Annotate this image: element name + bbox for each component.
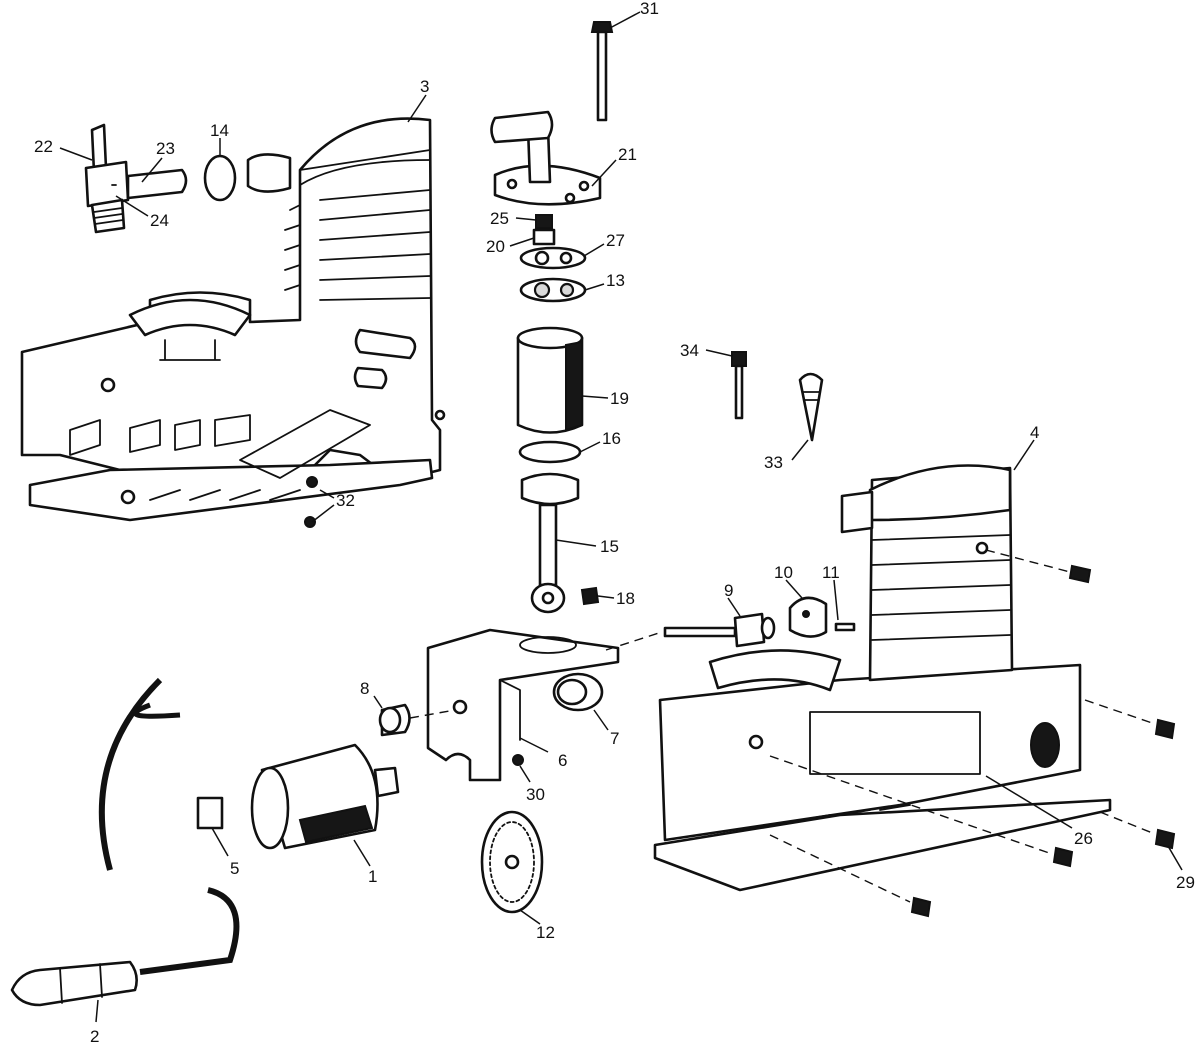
callout-31: 31 — [640, 0, 659, 18]
callout-20: 20 — [486, 237, 505, 256]
callout-23: 23 — [156, 139, 175, 158]
callout-32: 32 — [336, 491, 355, 510]
callout-4: 4 — [1030, 423, 1039, 442]
connecting-rod-15 — [520, 472, 580, 614]
callout-13: 13 — [606, 271, 625, 290]
callout-24: 24 — [150, 211, 169, 230]
o-ring-14 — [203, 154, 237, 202]
assembly-lines — [409, 549, 1156, 903]
base-housing-4 — [653, 464, 1112, 892]
motor-bracket-6 — [426, 628, 620, 782]
cam-10 — [788, 596, 828, 638]
bushing-7 — [552, 672, 604, 712]
callout-30: 30 — [526, 785, 545, 804]
gear-12 — [480, 810, 544, 914]
cylinder-head-21 — [490, 110, 602, 206]
callout-25: 25 — [490, 209, 509, 228]
callouts: 1 2 3 4 5 6 7 8 9 10 11 12 13 14 15 16 1… — [34, 0, 1195, 1046]
motor-1 — [250, 743, 400, 850]
callout-14: 14 — [210, 121, 229, 140]
valve-stack — [519, 214, 587, 303]
callout-18: 18 — [616, 589, 635, 608]
leader-lines — [59, 11, 1183, 1023]
cone-adapter-33 — [798, 372, 824, 442]
callout-8: 8 — [360, 679, 369, 698]
piston-ring-16 — [518, 440, 582, 464]
housing-upper-half — [20, 117, 446, 522]
screw-set-29 — [910, 564, 1176, 918]
bearing-8 — [378, 703, 411, 737]
screw-30 — [512, 754, 524, 766]
power-cable-2 — [10, 677, 240, 1007]
callout-2: 2 — [90, 1027, 99, 1046]
long-bolt-31 — [590, 21, 614, 122]
clip-5 — [196, 796, 224, 830]
callout-10: 10 — [774, 563, 793, 582]
callout-15: 15 — [600, 537, 619, 556]
callout-33: 33 — [764, 453, 783, 472]
callout-22: 22 — [34, 137, 53, 156]
callout-12: 12 — [536, 923, 555, 942]
pin-11 — [834, 622, 856, 632]
callout-6: 6 — [558, 751, 567, 770]
callout-7: 7 — [610, 729, 619, 748]
callout-1: 1 — [368, 867, 377, 886]
screw-32b — [304, 516, 316, 528]
callout-9: 9 — [724, 581, 733, 600]
valve-assembly — [84, 123, 188, 234]
callout-3: 3 — [420, 77, 429, 96]
callout-19: 19 — [610, 389, 629, 408]
callout-29: 29 — [1176, 873, 1195, 892]
callout-21: 21 — [618, 145, 637, 164]
screw-32a — [306, 476, 318, 488]
callout-16: 16 — [602, 429, 621, 448]
cylinder-sleeve-19 — [516, 326, 584, 434]
callout-11: 11 — [822, 563, 840, 582]
nut-18 — [580, 586, 600, 606]
callout-5: 5 — [230, 859, 239, 878]
callout-26: 26 — [1074, 829, 1093, 848]
shaft-9 — [663, 612, 776, 648]
inflation-needle-34 — [731, 351, 747, 420]
callout-34: 34 — [680, 341, 699, 360]
callout-27: 27 — [606, 231, 625, 250]
